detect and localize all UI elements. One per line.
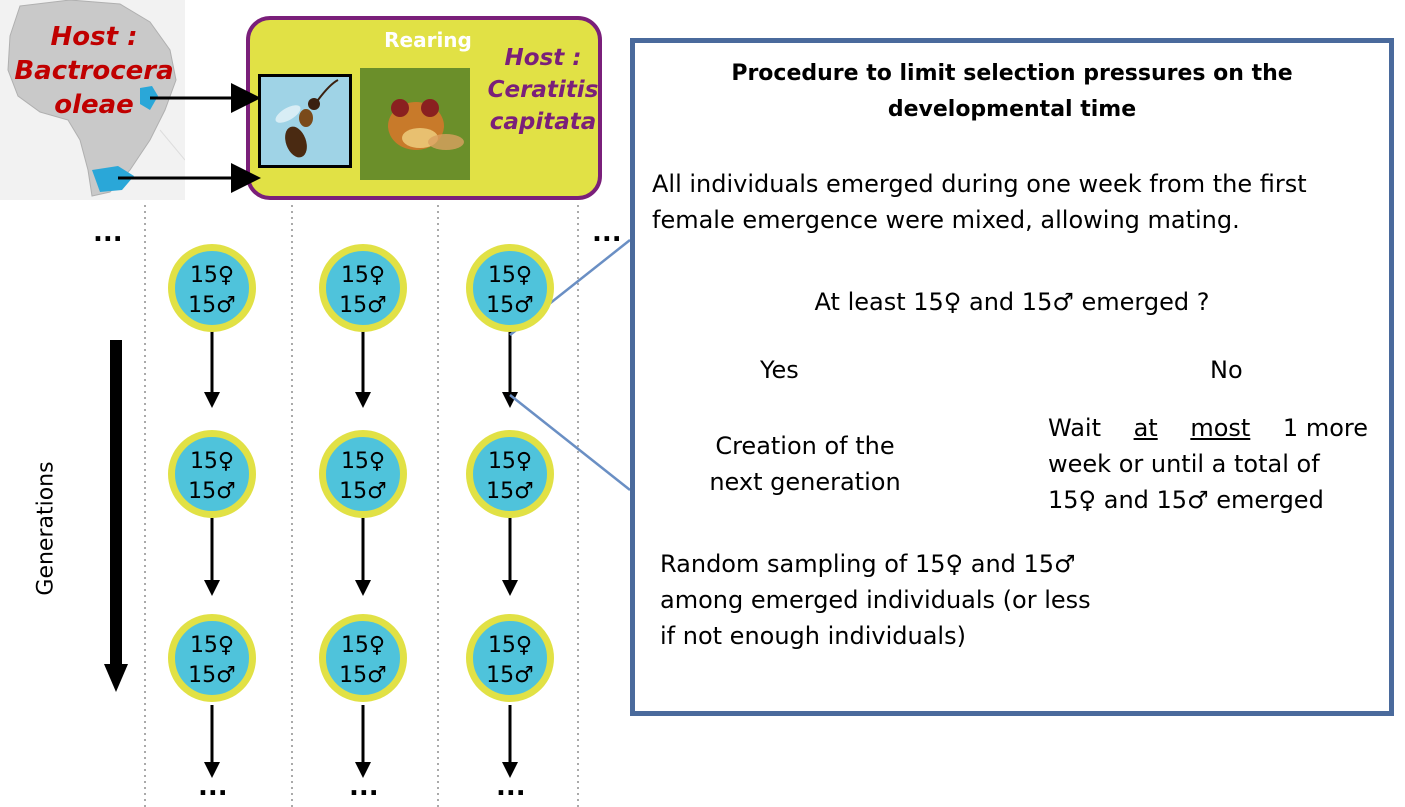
wait-word: Wait	[1048, 414, 1101, 442]
sampling-line: if not enough individuals)	[660, 622, 966, 650]
ellipsis-left: ...	[93, 218, 123, 248]
host-label-line: Host :	[50, 22, 138, 52]
host-bactrocera-label: Host : Bactrocera oleae	[14, 20, 174, 122]
wait-line: week or until a total of	[1048, 450, 1320, 478]
population-circle: 15♀ 15♂	[319, 614, 407, 702]
yes-label: Yes	[760, 356, 799, 384]
male-count: 15♂	[486, 479, 534, 504]
procedure-panel	[630, 38, 1394, 716]
procedure-title-line: Procedure to limit selection pressures o…	[731, 61, 1293, 86]
population-circle: 15♀ 15♂	[466, 244, 554, 332]
sampling-line: Random sampling of 15♀ and 15♂	[660, 550, 1076, 578]
host-species-epithet: capitata	[489, 109, 597, 135]
wait-word-underlined: at	[1133, 414, 1158, 442]
female-count: 15♀	[340, 263, 386, 288]
male-count: 15♂	[486, 293, 534, 318]
female-count: 15♀	[340, 449, 386, 474]
population-circle: 15♀ 15♂	[319, 430, 407, 518]
ellipsis-right: ...	[592, 218, 622, 248]
wait-word: 1 more	[1282, 414, 1368, 442]
procedure-title-line: developmental time	[887, 97, 1137, 122]
population-circle: 15♀ 15♂	[168, 244, 256, 332]
population-circle: 15♀ 15♂	[168, 430, 256, 518]
population-circle: 15♀ 15♂	[319, 244, 407, 332]
host-species-genus: Bactrocera	[14, 56, 174, 86]
fly-photo	[360, 68, 470, 180]
female-count: 15♀	[487, 633, 533, 658]
male-count: 15♂	[486, 663, 534, 688]
ellipsis-bottom: ...	[496, 772, 526, 802]
male-count: 15♂	[188, 293, 236, 318]
africa-map	[0, 0, 185, 200]
procedure-intro: All individuals emerged during one week …	[652, 166, 1382, 238]
wait-line: 15♀ and 15♂ emerged	[1048, 486, 1324, 514]
host-ceratitis-label: Host : Ceratitis capitata	[484, 42, 602, 138]
female-count: 15♀	[487, 449, 533, 474]
sampling-line: among emerged individuals (or less	[660, 586, 1091, 614]
wait-word-underlined: most	[1190, 414, 1251, 442]
male-count: 15♂	[339, 293, 387, 318]
female-count: 15♀	[189, 263, 235, 288]
population-circle: 15♀ 15♂	[466, 614, 554, 702]
population-circle: 15♀ 15♂	[466, 430, 554, 518]
female-count: 15♀	[487, 263, 533, 288]
host-species-genus: Ceratitis	[487, 77, 599, 103]
female-count: 15♀	[189, 449, 235, 474]
creation-line: Creation of the	[715, 432, 895, 460]
rearing-title: Rearing	[384, 28, 472, 52]
no-label: No	[1210, 356, 1243, 384]
ellipsis-bottom: ...	[198, 772, 228, 802]
male-count: 15♂	[188, 479, 236, 504]
intro-line: All individuals emerged during one week …	[652, 170, 1307, 198]
intro-line: female emergence were mixed, allowing ma…	[652, 206, 1240, 234]
decision-question: At least 15♀ and 15♂ emerged ?	[814, 288, 1210, 316]
female-count: 15♀	[340, 633, 386, 658]
female-count: 15♀	[189, 633, 235, 658]
male-count: 15♂	[339, 663, 387, 688]
wait-line: Wait at most 1 more	[1048, 410, 1368, 446]
male-count: 15♂	[339, 479, 387, 504]
ellipsis-bottom: ...	[349, 772, 379, 802]
sampling-text: Random sampling of 15♀ and 15♂ among eme…	[660, 546, 1380, 654]
procedure-title: Procedure to limit selection pressures o…	[640, 56, 1384, 128]
host-label-line: Host :	[504, 45, 582, 71]
creation-line: next generation	[709, 468, 901, 496]
wait-instruction: Wait at most 1 more week or until a tota…	[1048, 410, 1384, 518]
wasp-photo	[258, 74, 352, 168]
population-circle: 15♀ 15♂	[168, 614, 256, 702]
creation-next-generation: Creation of the next generation	[690, 428, 920, 500]
host-species-epithet: oleae	[54, 90, 134, 120]
generations-axis-label: Generations	[33, 461, 59, 596]
male-count: 15♂	[188, 663, 236, 688]
